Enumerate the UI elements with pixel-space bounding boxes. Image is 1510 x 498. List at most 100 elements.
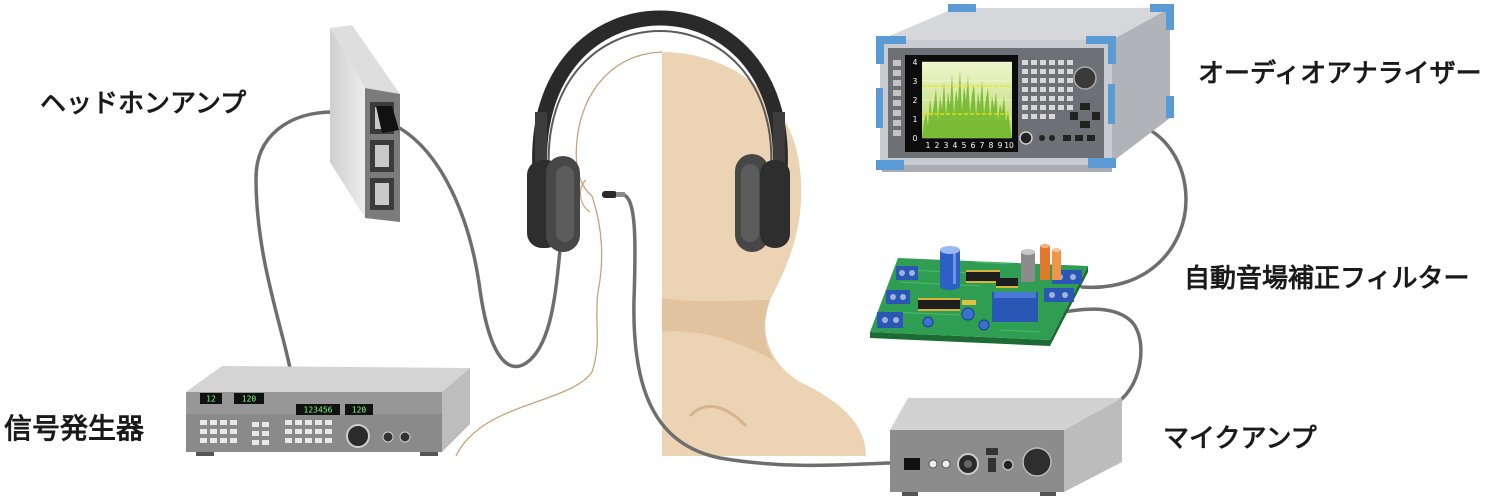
mic-amp-xlr-input bbox=[957, 453, 979, 475]
cable-mic-amp-to-filter bbox=[1056, 307, 1143, 404]
label-headphone-amp: ヘッドホンアンプ bbox=[40, 89, 247, 119]
ic-chip-3 bbox=[996, 278, 1018, 288]
mic-amp-indicator-1 bbox=[928, 459, 938, 469]
mic-amp-side-face bbox=[1064, 398, 1122, 492]
analyzer-input-connector bbox=[1019, 131, 1033, 145]
x-tick: 7 bbox=[980, 141, 985, 150]
cable-filter-to-analyzer bbox=[1080, 124, 1188, 290]
device-labels: ヘッドホンアンプ 信号発生器 オーディオアナライザー 自動音場補正フィルター マ… bbox=[4, 58, 1482, 454]
analyzer-small-led-2 bbox=[1049, 135, 1055, 141]
terminal-block-left-3 bbox=[877, 312, 903, 328]
headphone-plug bbox=[376, 106, 399, 133]
label-signal-generator: 信号発生器 bbox=[4, 412, 145, 445]
x-tick: 4 bbox=[953, 141, 958, 150]
amp-side-face bbox=[330, 28, 365, 218]
analyzer-bumpers bbox=[876, 4, 1174, 170]
mic-amp-foot-right bbox=[1040, 492, 1056, 496]
generator-display-3-text: 123456 bbox=[304, 406, 333, 415]
generator-foot-left bbox=[196, 452, 214, 456]
diode bbox=[962, 300, 976, 305]
analyzer-side-buttons bbox=[893, 60, 901, 136]
label-mic-amp: マイクアンプ bbox=[1163, 424, 1318, 454]
ic-chip-2 bbox=[966, 270, 1000, 283]
mic-amp-selector bbox=[986, 448, 998, 472]
left-earcup-highlight bbox=[556, 166, 574, 242]
generator-display-3 bbox=[296, 404, 340, 415]
mic-amp bbox=[890, 398, 1122, 496]
generator-front-lower-band bbox=[186, 414, 442, 452]
x-tick: 3 bbox=[944, 141, 949, 150]
generator-foot-right bbox=[420, 452, 438, 456]
y-tick: 0 bbox=[913, 134, 918, 143]
analyzer-x-axis-ticks: 1 2 3 4 5 6 7 8 9 10 bbox=[926, 141, 1014, 150]
terminal-block-right-2 bbox=[1044, 288, 1074, 302]
generator-display-2-text: 120 bbox=[242, 395, 257, 404]
generator-main-knob bbox=[346, 424, 370, 448]
analyzer-spectrum-trace bbox=[922, 70, 1012, 138]
y-tick: 2 bbox=[913, 96, 918, 105]
right-earcup-shell bbox=[760, 160, 790, 248]
signal-generator: 12 120 123456 120 bbox=[186, 366, 470, 456]
analyzer-bottom-buttons bbox=[1063, 135, 1095, 141]
generator-display-2 bbox=[234, 393, 264, 404]
ceramic-capacitor-2 bbox=[922, 316, 934, 328]
mic-amp-power-switch bbox=[904, 458, 920, 470]
y-tick: 1 bbox=[913, 115, 918, 124]
ear-outline bbox=[579, 179, 591, 213]
head-mannequin bbox=[455, 51, 866, 457]
analyzer-y-axis-ticks: 4 3 2 1 0 bbox=[913, 58, 918, 143]
analyzer-stand bbox=[882, 165, 1112, 172]
head-jaw-shading bbox=[662, 298, 776, 362]
pcb-edge-front bbox=[870, 332, 1050, 346]
terminal-block-left-2 bbox=[886, 290, 910, 304]
microphone-body bbox=[616, 192, 625, 197]
label-audio-analyzer: オーディオアナライザー bbox=[1198, 58, 1482, 89]
ear-microphone bbox=[602, 191, 625, 198]
mic-amp-top-face bbox=[890, 398, 1122, 430]
generator-display-1-text: 12 bbox=[206, 395, 216, 404]
x-tick: 2 bbox=[935, 141, 940, 150]
left-slider bbox=[535, 112, 547, 170]
x-tick: 5 bbox=[962, 141, 967, 150]
generator-display-4-text: 120 bbox=[352, 406, 367, 415]
head-right-half bbox=[662, 52, 866, 456]
x-tick: 10 bbox=[1004, 141, 1014, 150]
x-tick: 6 bbox=[971, 141, 976, 150]
cables bbox=[254, 110, 1188, 468]
ceramic-capacitor-1 bbox=[961, 307, 975, 321]
analyzer-small-led-1 bbox=[1039, 135, 1045, 141]
analyzer-side-face bbox=[1112, 8, 1170, 162]
mic-amp-output-jack bbox=[1002, 459, 1014, 471]
cable-microphone-to-mic-amp bbox=[622, 193, 894, 468]
capacitor-orange-2 bbox=[1052, 248, 1061, 280]
generator-side-face bbox=[442, 368, 470, 452]
capacitor-orange-1 bbox=[1040, 244, 1050, 280]
electrolytic-capacitor-blue bbox=[940, 246, 960, 290]
mic-amp-gain-knob bbox=[1022, 447, 1052, 477]
generator-display-1 bbox=[200, 393, 222, 404]
generator-display-4 bbox=[345, 404, 373, 415]
right-slider bbox=[773, 112, 785, 170]
headphones bbox=[527, 10, 790, 252]
cable-amp-to-headphones bbox=[394, 124, 562, 369]
generator-small-knob-2 bbox=[399, 431, 411, 443]
analyzer-top-face bbox=[880, 8, 1170, 40]
x-tick: 1 bbox=[926, 141, 931, 150]
mic-amp-indicator-2 bbox=[941, 459, 951, 469]
headband bbox=[532, 10, 788, 173]
x-tick: 8 bbox=[989, 141, 994, 150]
head-left-outline bbox=[455, 51, 663, 457]
ceramic-capacitor-3 bbox=[978, 319, 990, 331]
ic-chip-1 bbox=[918, 298, 960, 311]
audio-analyzer: 4 3 2 1 0 1 2 3 4 5 6 7 8 9 10 bbox=[876, 4, 1174, 172]
room-correction-filter-board bbox=[870, 244, 1088, 346]
amp-output-jack-2 bbox=[370, 140, 394, 172]
generator-small-knob-1 bbox=[382, 431, 394, 443]
head-collarbone-shading bbox=[688, 405, 748, 428]
y-tick: 4 bbox=[913, 58, 918, 67]
relay-block bbox=[992, 292, 1038, 322]
label-room-correction-filter: 自動音場補正フィルター bbox=[1184, 263, 1469, 294]
right-earcup-highlight bbox=[741, 164, 759, 242]
y-tick: 3 bbox=[913, 77, 918, 86]
